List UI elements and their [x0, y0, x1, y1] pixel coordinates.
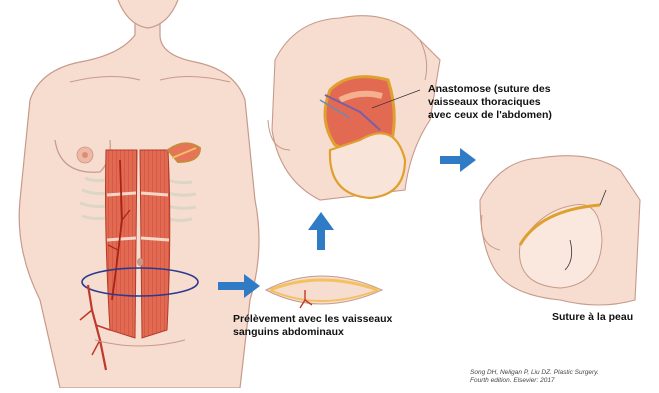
citation: Song DH, Neligan P, Liu DZ. Plastic Surg…: [470, 369, 599, 385]
harvest-label: Prélèvement avec les vaisseaux sanguins …: [233, 313, 392, 339]
torso-figure: [19, 0, 259, 388]
anastomosis-figure: [268, 16, 440, 200]
result-figure: [480, 156, 640, 305]
anastomosis-label: Anastomose (suture des vaisseaux thoraci…: [428, 83, 552, 122]
arrow-right-2: [440, 148, 476, 172]
arrow-up: [308, 212, 334, 250]
flap-figure: [266, 276, 382, 308]
skin-suture-label: Suture à la peau: [552, 311, 633, 324]
